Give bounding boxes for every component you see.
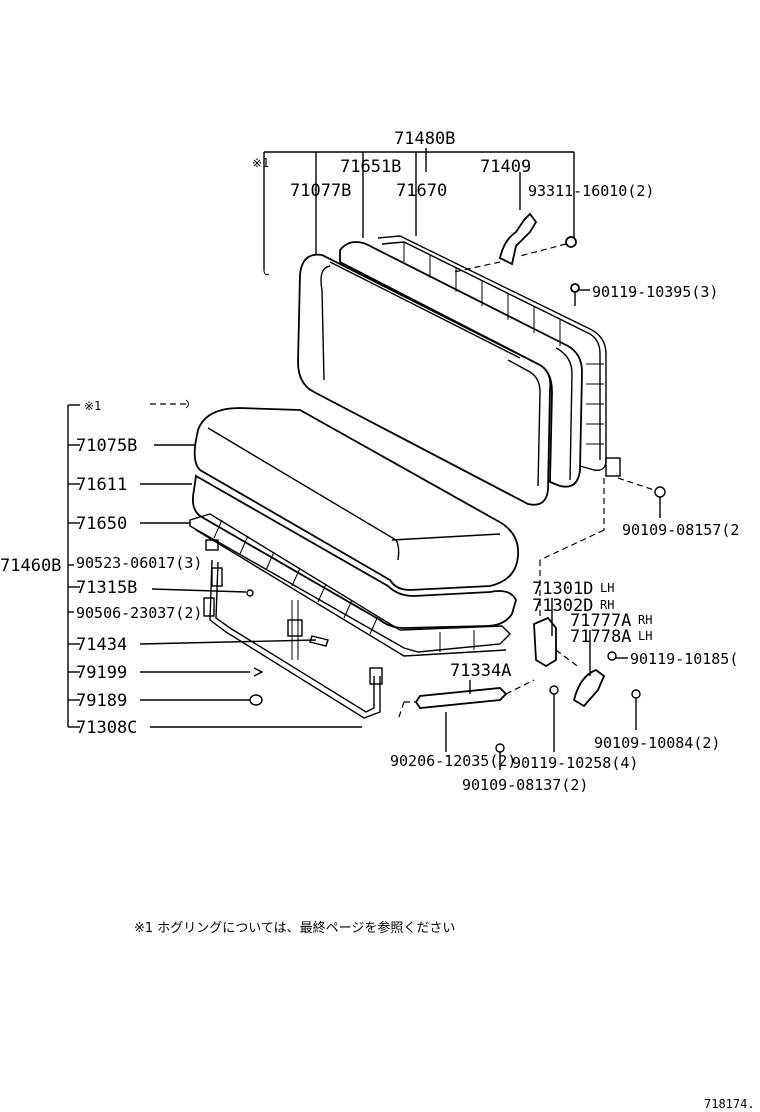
- label-71460b: 71460B: [0, 556, 61, 576]
- label-90506-23037: 90506-23037(2): [76, 604, 202, 622]
- label-71651b: 71651B: [340, 157, 401, 177]
- label-90206-12035: 90206-12035(2): [390, 752, 516, 770]
- label-90109-10084: 90109-10084(2): [594, 734, 720, 752]
- label-79199: 79199: [76, 663, 127, 683]
- ref-mark-back: ※1: [252, 156, 269, 170]
- label-71777a: 71777A: [570, 611, 631, 631]
- label-71302d-side: RH: [600, 598, 614, 612]
- label-90523-06017: 90523-06017(3): [76, 554, 202, 572]
- seat-back-frame: [377, 235, 621, 477]
- label-79189: 79189: [76, 691, 127, 711]
- label-71778a: 71778A: [570, 627, 631, 647]
- label-71777a-side: RH: [638, 613, 652, 627]
- label-71301d-side: LH: [600, 581, 614, 595]
- seat-group-leaders: [67, 399, 362, 728]
- seat-cushion: [193, 407, 519, 591]
- ref-mark-seat: ※1: [84, 399, 101, 413]
- seat-back-pad: [339, 241, 583, 488]
- label-71611: 71611: [76, 475, 127, 495]
- back-rest-leaders: [263, 148, 575, 275]
- seat-cushion-pad: [191, 474, 517, 629]
- label-90109-08137: 90109-08137(2): [462, 776, 588, 794]
- seat-frame: [189, 513, 511, 657]
- seat-leg-frame: [209, 559, 383, 719]
- label-71077b: 71077B: [290, 181, 351, 201]
- label-71434: 71434: [76, 635, 127, 655]
- label-71409: 71409: [480, 157, 531, 177]
- label-93311-16010: 93311-16010(2): [528, 182, 654, 200]
- label-71670: 71670: [396, 181, 447, 201]
- label-90119-10258: 90119-10258(4): [512, 754, 638, 772]
- label-90119-10185: 90119-10185(: [630, 650, 738, 668]
- link-rod: [397, 679, 535, 770]
- hog-ring-footnote: ※1 ホグリングについては、最終ページを参照ください: [134, 920, 455, 936]
- label-71302d: 71302D: [532, 596, 593, 616]
- diagram-id: 718174.: [704, 1097, 755, 1111]
- label-71308c: 71308C: [76, 718, 137, 738]
- label-71778a-side: LH: [638, 629, 652, 643]
- label-71334a: 71334A: [450, 661, 511, 681]
- seat-back-handle: [453, 212, 577, 273]
- hinge-dashed-connector: [539, 478, 605, 620]
- label-71650: 71650: [76, 514, 127, 534]
- label-71480b: 71480B: [394, 129, 455, 149]
- part-labels: 71480B 71651B 71409 71077B 71670 93311-1…: [0, 129, 755, 1111]
- label-90119-10395: 90119-10395(3): [592, 283, 718, 301]
- label-90109-08157: 90109-08157(2: [622, 521, 739, 539]
- label-71301d: 71301D: [532, 579, 593, 599]
- bolt-90119-10395: [570, 283, 590, 306]
- label-71075b: 71075B: [76, 436, 137, 456]
- label-71315b: 71315B: [76, 578, 137, 598]
- seat-back-cushion: [297, 253, 552, 506]
- left-hardware: [203, 539, 329, 706]
- hinge-hardware: [533, 477, 666, 752]
